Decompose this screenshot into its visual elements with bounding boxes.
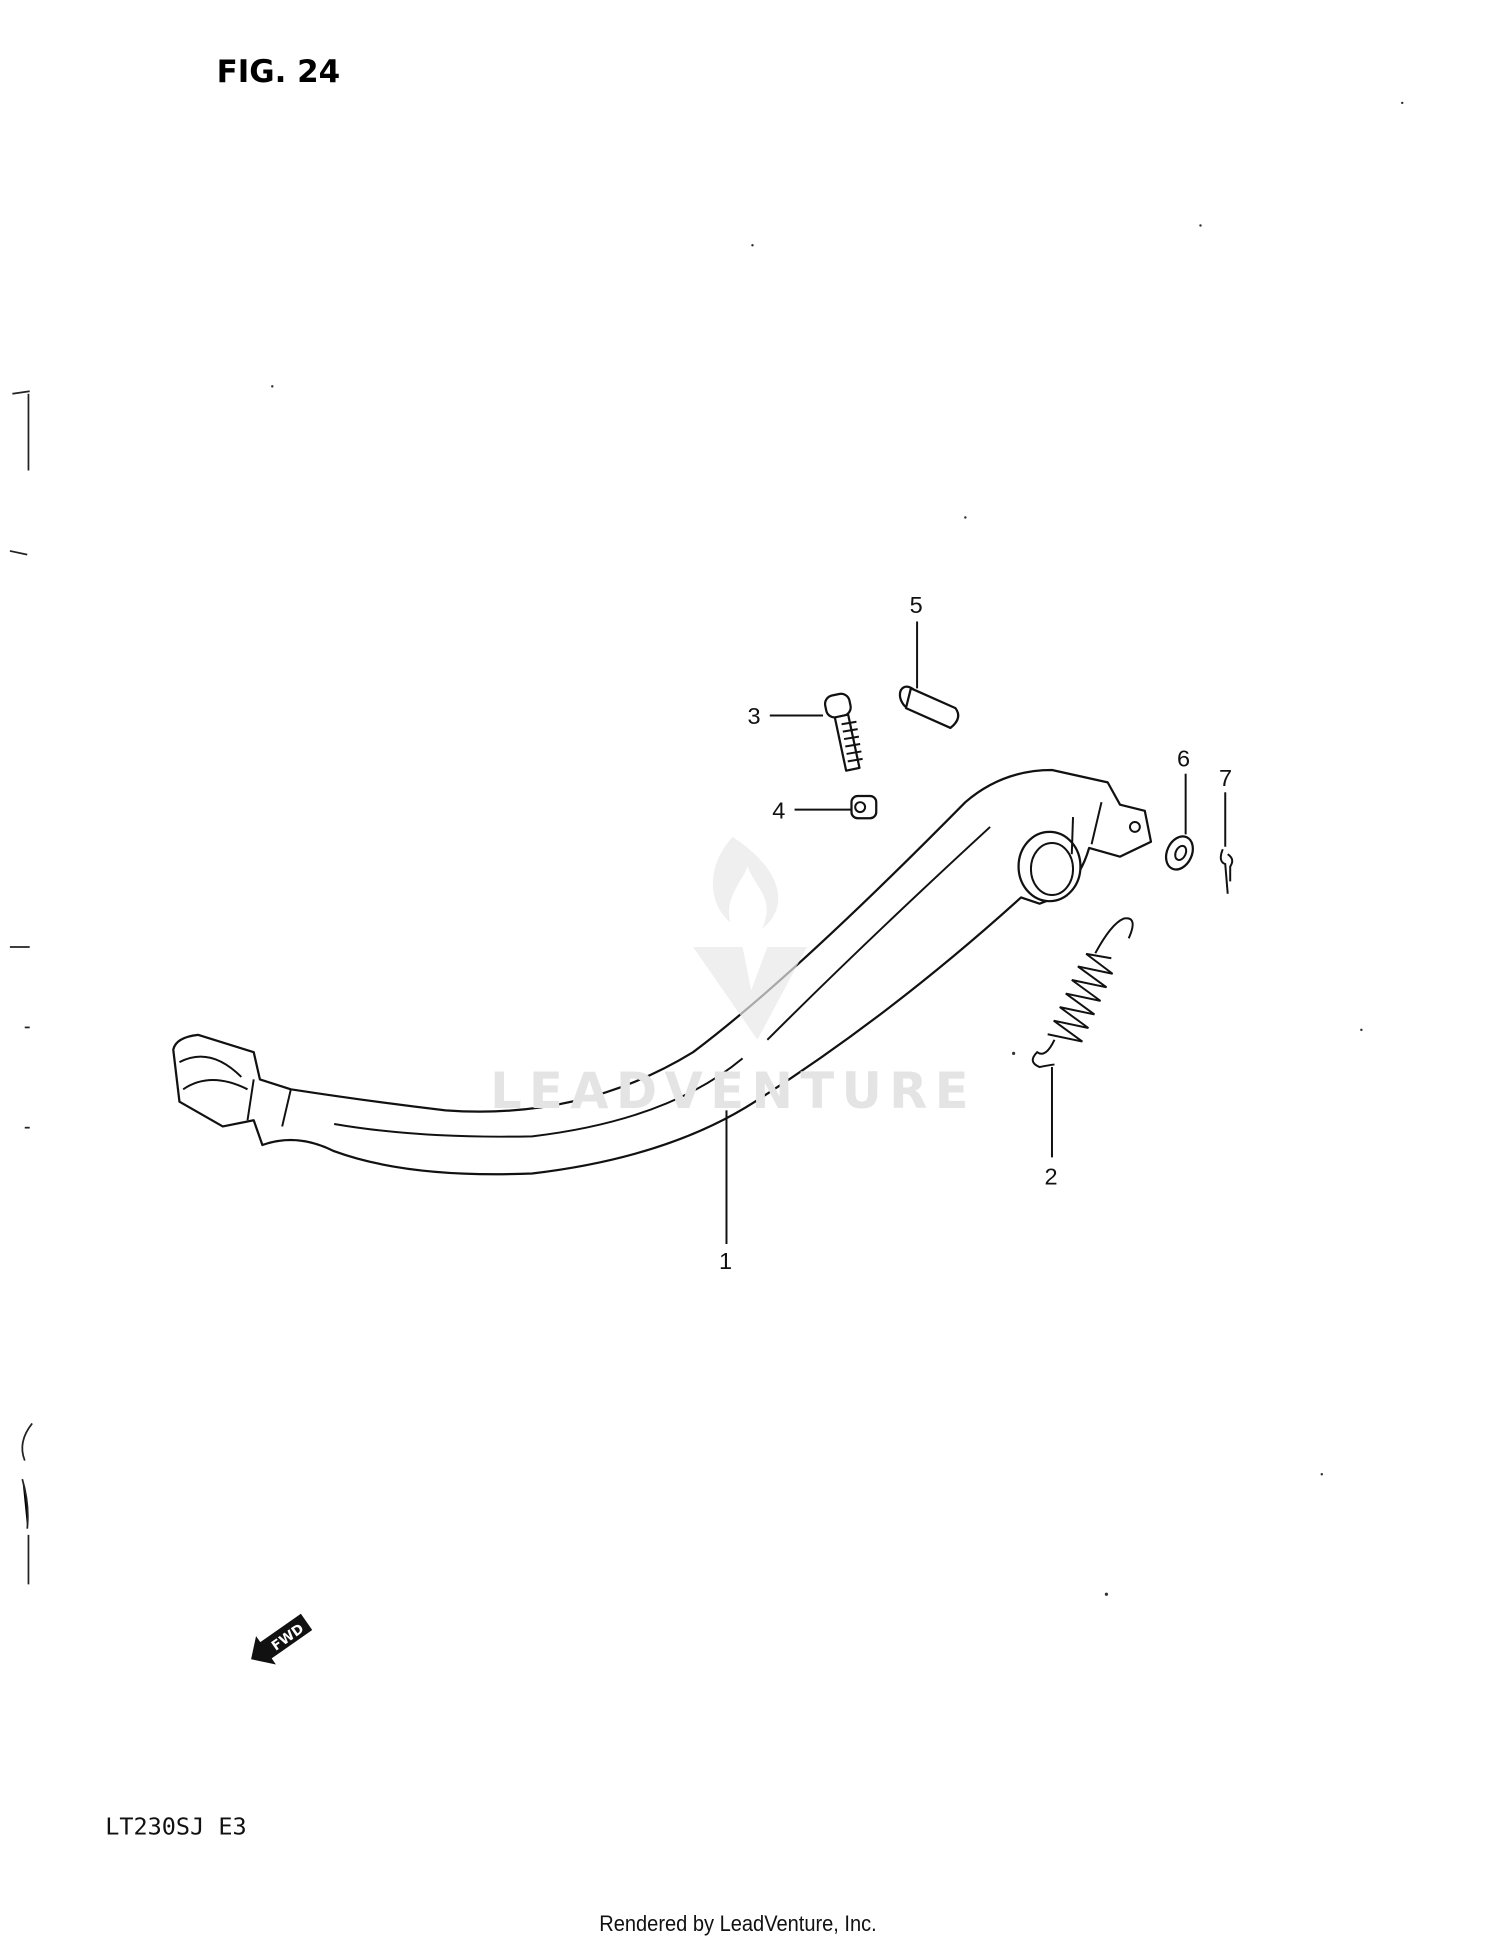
nut [794,794,878,820]
callout-6: 6 [1177,745,1190,771]
forward-arrow-icon: FWD [251,1613,313,1665]
footer-credit: Rendered by LeadVenture, Inc. [599,1912,876,1936]
clevis-pin [898,621,960,730]
callout-7: 7 [1219,765,1232,791]
bolt [769,692,863,772]
figure-title: FIG. 24 [217,54,341,90]
cotter-pin [1219,792,1234,894]
callout-5: 5 [910,592,923,618]
callout-1: 1 [719,1248,732,1274]
washer [1164,773,1194,871]
callout-4: 4 [772,797,785,823]
scan-specks [271,101,1404,1596]
model-code: LT230SJ E3 [105,1812,246,1840]
callout-2: 2 [1045,1164,1058,1190]
brake-pedal-lever [172,768,1153,1245]
return-spring [1031,917,1134,1158]
scan-marks [9,390,33,1585]
callout-3: 3 [748,703,761,729]
